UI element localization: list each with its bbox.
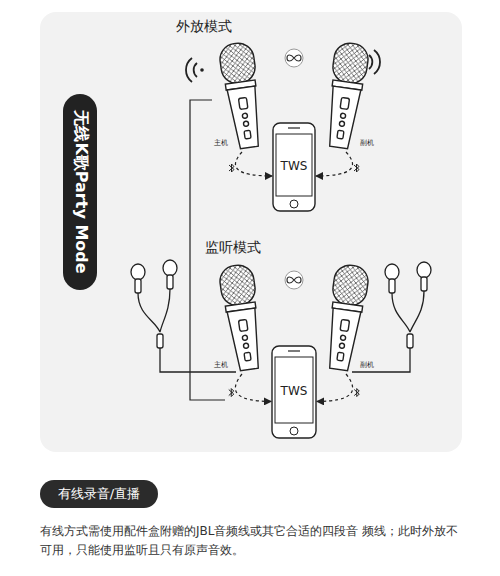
microphone-drawing <box>318 262 374 374</box>
caption: 有线方式需使用配件盒附赠的JBL音频线或其它合适的四段音 频线；此时外放不可用，… <box>40 522 465 560</box>
bluetooth-symbol <box>229 164 234 172</box>
phone: TWS <box>271 345 317 439</box>
node-text: 副机 <box>360 138 374 148</box>
bluetooth-link <box>235 152 272 176</box>
link-symbol <box>285 49 303 67</box>
bluetooth-symbol <box>229 389 234 397</box>
phone: TWS <box>272 122 316 212</box>
microphone-drawing <box>318 40 374 152</box>
node-text: 有线录音/直播 <box>58 485 140 503</box>
mode-pill: 无线K歌Party Mode <box>63 94 97 290</box>
bluetooth-link <box>316 152 353 176</box>
panel <box>40 12 462 452</box>
microphone: 主机 <box>214 262 270 374</box>
microphone-drawing <box>214 262 270 374</box>
mode-label: 外放模式 <box>176 18 232 36</box>
mode-pill: 有线录音/直播 <box>40 480 158 508</box>
mode-label: 监听模式 <box>205 239 261 257</box>
link-symbol <box>285 271 303 289</box>
node-text: 无线K歌Party Mode <box>70 110 91 273</box>
microphone: 副机 <box>318 262 374 374</box>
sound-wave <box>186 58 204 82</box>
node-text: 主机 <box>214 360 228 370</box>
bluetooth-symbol <box>354 389 359 397</box>
microphone: 主机 <box>214 40 270 152</box>
bluetooth-link <box>235 374 271 401</box>
bluetooth-symbol <box>354 164 359 172</box>
microphone-drawing <box>214 40 270 152</box>
bluetooth-link <box>317 374 353 401</box>
node-text: 主机 <box>214 138 228 148</box>
node-text: 副机 <box>360 360 374 370</box>
node-text: TWS <box>281 384 308 398</box>
microphone: 副机 <box>318 40 374 152</box>
node-text: TWS <box>281 159 308 173</box>
